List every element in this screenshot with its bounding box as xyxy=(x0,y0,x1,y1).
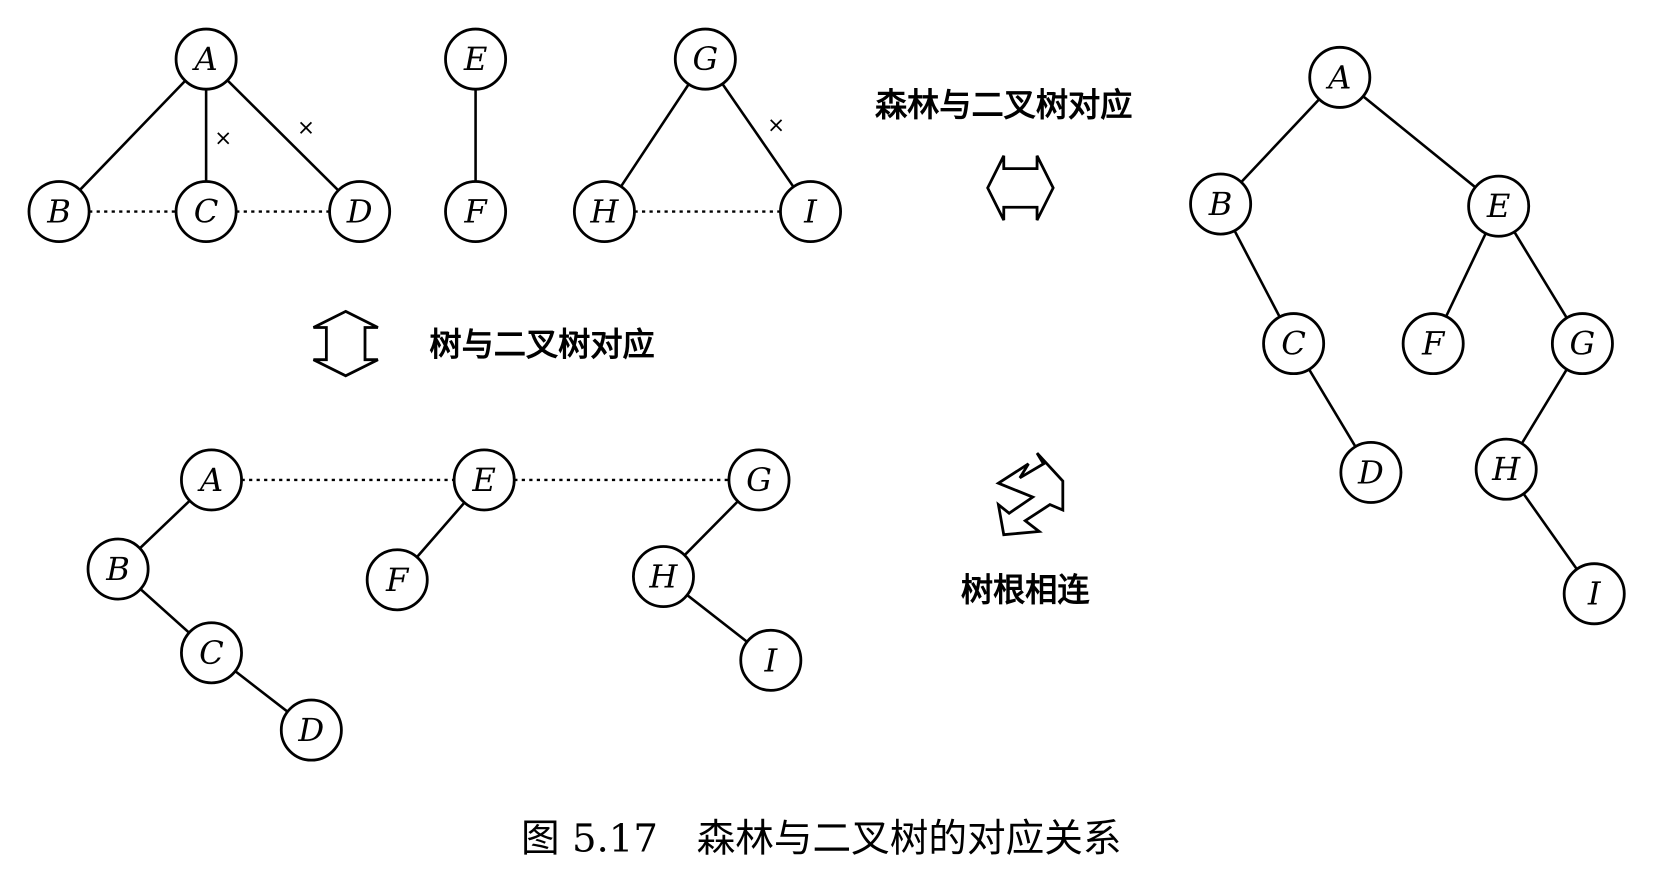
converted-node-B: B xyxy=(86,537,150,601)
node-circle xyxy=(452,448,516,512)
forest-node-I: I xyxy=(779,180,842,244)
node-circle xyxy=(174,27,238,91)
node-label: I xyxy=(763,641,778,679)
node-circle xyxy=(180,621,243,685)
node-label: C xyxy=(199,634,224,672)
node-circle xyxy=(1474,437,1538,501)
converted-node-C: C xyxy=(180,621,243,685)
node-label: C xyxy=(1281,325,1306,363)
node-circle xyxy=(1401,312,1465,376)
binary-node-A: A xyxy=(1308,45,1372,109)
diagonal-double-arrow-icon xyxy=(995,452,1065,537)
node-label: F xyxy=(463,193,488,231)
forest-node-H: H xyxy=(572,180,636,244)
forest-node-A: A xyxy=(174,27,238,91)
node-label: I xyxy=(1587,575,1602,613)
node-circle xyxy=(739,628,803,692)
node-circle xyxy=(1550,312,1614,376)
node-circle xyxy=(1262,312,1326,376)
node-label: B xyxy=(46,193,71,231)
node-circle xyxy=(727,448,791,512)
node-circle xyxy=(444,180,508,244)
node-label: C xyxy=(194,193,219,231)
binary-edge-AE xyxy=(1338,76,1500,208)
removed-edge-mark-ac: × xyxy=(214,126,232,151)
horizontal-double-arrow-icon xyxy=(986,155,1055,221)
node-label: G xyxy=(746,461,772,499)
node-label: F xyxy=(385,561,410,599)
binary-node-G: G xyxy=(1550,312,1614,376)
node-label: E xyxy=(1486,187,1511,225)
node-circle xyxy=(180,448,243,512)
converted-node-D: D xyxy=(279,698,343,762)
node-label: F xyxy=(1421,325,1446,363)
binary-node-D: D xyxy=(1339,440,1403,504)
node-label: B xyxy=(105,550,130,588)
node-circle xyxy=(1467,174,1531,238)
removed-edge-mark-ad: × xyxy=(297,115,315,140)
forest-node-F: F xyxy=(444,180,508,244)
node-label: A xyxy=(1325,58,1351,96)
node-circle xyxy=(779,180,842,244)
node-label: E xyxy=(463,40,488,78)
node-label: I xyxy=(803,193,818,231)
forest-node-B: B xyxy=(27,180,91,244)
node-label: E xyxy=(471,461,496,499)
node-circle xyxy=(444,27,508,91)
converted-node-H: H xyxy=(631,545,695,609)
forest-to-binary-label: 森林与二叉树对应 xyxy=(875,86,1132,124)
node-circle xyxy=(673,27,737,91)
node-circle xyxy=(631,545,695,609)
connect-roots-label: 树根相连 xyxy=(961,571,1091,609)
node-circle xyxy=(365,548,429,612)
binary-node-E: E xyxy=(1467,174,1531,238)
node-circle xyxy=(1308,45,1372,109)
node-circle xyxy=(1562,562,1626,626)
binary-node-B: B xyxy=(1189,172,1253,236)
figure-caption: 图 5.17 森林与二叉树的对应关系 xyxy=(521,816,1121,861)
forest-node-C: C xyxy=(174,180,238,244)
node-circle xyxy=(27,180,91,244)
converted-node-I: I xyxy=(739,628,803,692)
forest-node-D: D xyxy=(328,180,392,244)
node-label: H xyxy=(1491,450,1521,488)
removed-edge-mark-gi: × xyxy=(767,113,785,138)
converted-node-G: G xyxy=(727,448,791,512)
node-circle xyxy=(1189,172,1253,236)
node-label: A xyxy=(191,40,217,78)
node-label: G xyxy=(692,40,718,78)
node-circle xyxy=(279,698,343,762)
node-circle xyxy=(328,180,392,244)
binary-node-C: C xyxy=(1262,312,1326,376)
node-label: D xyxy=(297,711,324,749)
forest-edge-AB xyxy=(58,58,208,213)
vertical-double-arrow-icon xyxy=(312,309,379,378)
node-circle xyxy=(174,180,238,244)
node-label: H xyxy=(589,193,619,231)
converted-node-E: E xyxy=(452,448,516,512)
forest-node-E: E xyxy=(444,27,508,91)
binary-node-F: F xyxy=(1401,312,1465,376)
node-label: D xyxy=(346,193,373,231)
converted-node-A: A xyxy=(180,448,243,512)
binary-node-I: I xyxy=(1562,562,1626,626)
node-label: D xyxy=(1357,453,1384,491)
tree-to-binary-label: 树与二叉树对应 xyxy=(429,325,654,363)
node-circle xyxy=(86,537,150,601)
forest-edge-AD xyxy=(205,58,361,213)
node-circle xyxy=(572,180,636,244)
node-circle xyxy=(1339,440,1403,504)
converted-node-F: F xyxy=(365,548,429,612)
node-label: B xyxy=(1208,185,1233,223)
node-label: H xyxy=(648,558,678,596)
node-label: A xyxy=(197,461,223,499)
forest-node-G: G xyxy=(673,27,737,91)
binary-node-H: H xyxy=(1474,437,1538,501)
node-label: G xyxy=(1570,325,1596,363)
